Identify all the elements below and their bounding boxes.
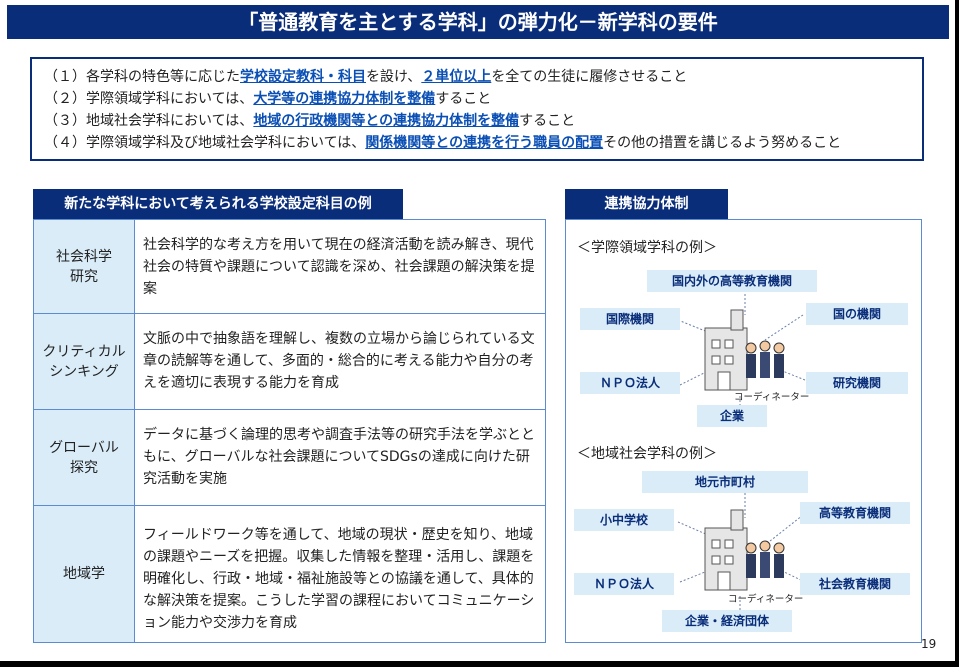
- requirement-2: （２）学際領域学科においては、大学等の連携協力体制を整備すること: [44, 90, 491, 109]
- req-text: その他の措置を講じるよう努めること: [603, 135, 842, 151]
- partner-node: 高等教育機関: [800, 502, 910, 524]
- cooperation-section-header: 連携協力体制: [565, 189, 728, 219]
- subject-description: フィールドワーク等を通して、地域の現状・歴史を知り、地域の課題やニーズを把握。収…: [143, 527, 535, 631]
- coordinators-icon: [745, 540, 785, 578]
- table-row: 地域学 フィールドワーク等を通して、地域の現状・歴史を知り、地域の課題やニーズを…: [34, 506, 545, 642]
- page-number: 19: [921, 637, 937, 651]
- req-highlight: 学校設定教科・科目: [240, 69, 366, 85]
- table-row: 社会科学 研究 社会科学的な考え方を用いて現在の経済活動を読み解き、現代社会の特…: [34, 220, 545, 314]
- partner-node: 国際機関: [580, 308, 680, 330]
- subject-name-text: 地域学: [63, 566, 105, 582]
- req-text: （３）地域社会学科においては、: [44, 113, 254, 129]
- partner-node: 小中学校: [574, 509, 674, 531]
- subject-name: 社会科学 研究: [34, 220, 135, 313]
- subject-description: 社会科学的な考え方を用いて現在の経済活動を読み解き、現代社会の特質や課題について…: [143, 237, 535, 297]
- subject-description: 文脈の中で抽象語を理解し、複数の立場から論じられている文章の読解等を通して、多面…: [143, 331, 535, 391]
- req-highlight: 地域の行政機関等との連携協力体制を整備: [253, 113, 520, 129]
- req-text: を全ての生徒に履修させること: [491, 69, 688, 85]
- partner-node: 国内外の高等教育機関: [647, 270, 817, 292]
- subject-name: グローバル 探究: [34, 410, 135, 505]
- table-row: グローバル 探究 データに基づく論理的思考や調査手法等の研究手法を学ぶとともに、…: [34, 410, 545, 506]
- school-building-icon: [704, 509, 748, 591]
- partner-node: 企業: [697, 405, 767, 427]
- partner-node: 研究機関: [806, 372, 908, 394]
- example1-label: ＜学際領域学科の例＞: [577, 240, 717, 256]
- req-text: （１）各学科の特色等に応じた: [44, 69, 240, 85]
- req-text: （２）学際領域学科においては、: [44, 91, 254, 107]
- partner-node: ＮＰＯ法人: [574, 573, 674, 595]
- slide-title: 「普通教育を主とする学科」の弾力化－新学科の要件: [7, 5, 949, 39]
- coordinators-icon: [745, 340, 785, 378]
- req-highlight: 関係機関等との連携を行う職員の配置: [365, 135, 604, 151]
- partner-node: 国の機関: [806, 303, 908, 325]
- subject-name-text: クリティカル シンキング: [42, 343, 126, 380]
- subject-name: クリティカル シンキング: [34, 314, 135, 409]
- partner-node: 社会教育機関: [800, 573, 910, 595]
- req-text: すること: [519, 113, 576, 129]
- partner-node: 企業・経済団体: [662, 610, 792, 632]
- requirement-4: （４）学際領域学科及び地域社会学科においては、関係機関等との連携を行う職員の配置…: [44, 134, 841, 153]
- subject-name-text: グローバル 探究: [49, 439, 119, 476]
- subjects-table: 社会科学 研究 社会科学的な考え方を用いて現在の経済活動を読み解き、現代社会の特…: [33, 219, 546, 643]
- subject-name: 地域学: [34, 506, 135, 642]
- partner-node: 地元市町村: [642, 471, 808, 493]
- cooperation-panel: [565, 219, 922, 643]
- req-highlight: ２単位以上: [421, 69, 492, 85]
- subject-name-text: 社会科学 研究: [56, 248, 112, 285]
- coordinator-label: コーディネーター: [728, 594, 804, 605]
- req-highlight: 大学等の連携協力体制を整備: [253, 91, 436, 107]
- req-text: （４）学際領域学科及び地域社会学科においては、: [44, 135, 366, 151]
- subject-description: データに基づく論理的思考や調査手法等の研究手法を学ぶとともに、グローバルな社会課…: [143, 427, 535, 487]
- example2-label: ＜地域社会学科の例＞: [577, 446, 717, 462]
- table-row: クリティカル シンキング 文脈の中で抽象語を理解し、複数の立場から論じられている…: [34, 314, 545, 410]
- example2-diagram: [677, 493, 806, 610]
- coordinator-label: コーディネーター: [734, 392, 810, 403]
- partner-node: ＮＰＯ法人: [580, 372, 680, 394]
- req-text: を設け、: [366, 69, 422, 85]
- example1-diagram: [677, 290, 806, 410]
- requirement-1: （１）各学科の特色等に応じた学校設定教科・科目を設け、２単位以上を全ての生徒に履…: [44, 68, 687, 87]
- req-text: すること: [435, 91, 492, 107]
- subjects-section-header: 新たな学科において考えられる学校設定科目の例: [33, 189, 403, 219]
- school-building-icon: [704, 309, 748, 391]
- requirements-box: （１）各学科の特色等に応じた学校設定教科・科目を設け、２単位以上を全ての生徒に履…: [30, 57, 924, 161]
- requirement-3: （３）地域社会学科においては、地域の行政機関等との連携協力体制を整備すること: [44, 112, 575, 131]
